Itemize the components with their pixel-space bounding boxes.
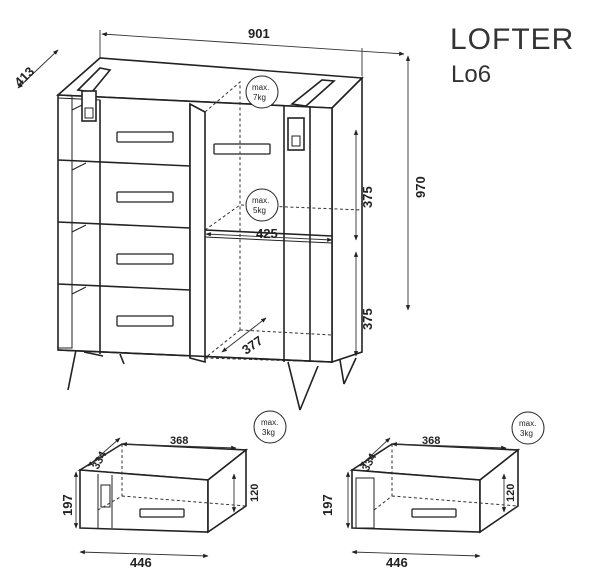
dim-height-label: 970 (413, 176, 428, 198)
top-strap-right (290, 79, 336, 107)
door-handle (213, 143, 271, 155)
badge-drawer-left: max. 3kg (253, 410, 287, 444)
svg-text:368: 368 (422, 435, 440, 447)
drawer-handle-3 (116, 253, 174, 265)
dim-shelf-width-label: 425 (256, 226, 278, 241)
drawer-left-detail: 368 334 446 197 120 max. 3kg (60, 410, 287, 570)
drawer-left-hidden (97, 444, 247, 511)
strap-shades (71, 102, 87, 295)
svg-text:3kg: 3kg (262, 428, 275, 437)
buckle-right-slot (291, 135, 301, 147)
dim-drawer-left-depth (87, 437, 121, 467)
drawer-right-strap (355, 477, 375, 529)
svg-text:max.: max. (252, 83, 269, 92)
interior-back-left (204, 80, 241, 330)
drawer-split-2 (57, 221, 191, 229)
dim-width-label: 901 (248, 26, 270, 41)
dim-depth-line (17, 49, 59, 89)
cabinet (55, 57, 364, 411)
leg-front-right (287, 361, 319, 411)
svg-text:120: 120 (249, 484, 261, 502)
dim-drawer-right-inner-width (391, 442, 507, 450)
dim-lower-label: 375 (360, 308, 375, 330)
svg-text:197: 197 (60, 494, 75, 516)
leg-front-left (67, 349, 104, 391)
product-code: Lo6 (451, 61, 491, 88)
dim-drawer-right-depth (359, 437, 391, 467)
drawer-handle-1 (116, 131, 174, 143)
leg-back-right (339, 357, 357, 385)
svg-text:max.: max. (519, 419, 536, 428)
dim-drawer-right-front-width (351, 549, 481, 559)
svg-text:446: 446 (130, 555, 152, 570)
drawer-right-hidden (373, 444, 519, 511)
drawer-handle-4 (116, 315, 174, 327)
svg-text:120: 120 (505, 484, 517, 502)
buckle-left-slot (84, 107, 94, 119)
dim-drawer-left-front-width (79, 549, 209, 559)
leg-front-left-foot (119, 353, 125, 365)
svg-text:max.: max. (261, 418, 278, 427)
drawer-right-handle (411, 508, 457, 518)
drawer-right-detail: 368 334 446 197 120 max. 3kg (320, 411, 545, 570)
dim-width-line (101, 32, 405, 56)
dim-shelf-width-line (205, 232, 333, 242)
buckle-left (81, 90, 97, 122)
svg-text:5kg: 5kg (253, 206, 266, 215)
interior-floor-back (239, 329, 333, 336)
badge-top: max. 7kg (245, 75, 279, 109)
door-edge (189, 102, 206, 364)
buckle-right (287, 117, 305, 151)
drawer-left-buckle (100, 484, 111, 508)
dim-depth-label: 413 (11, 64, 37, 90)
bottom-rail (57, 349, 333, 363)
badge-shelf: max. 5kg (245, 188, 279, 222)
drawer-split-3 (57, 283, 191, 291)
svg-text:368: 368 (170, 435, 188, 447)
cabinet-side (331, 76, 363, 364)
dim-upper-label: 375 (360, 186, 375, 208)
drawer-right-side (479, 448, 519, 534)
drawer-handle-2 (116, 191, 174, 203)
svg-text:3kg: 3kg (520, 429, 533, 438)
drawer-split-1 (57, 159, 191, 167)
svg-text:7kg: 7kg (253, 93, 266, 102)
drawer-left-handle (139, 508, 185, 518)
left-strap-column (57, 94, 73, 349)
svg-text:max.: max. (252, 196, 269, 205)
product-name: LOFTER (450, 23, 574, 56)
badge-drawer-right: max. 3kg (511, 411, 545, 445)
svg-text:197: 197 (320, 494, 335, 516)
svg-text:446: 446 (386, 555, 408, 570)
drawer-left-side (207, 448, 247, 534)
dim-shelf-depth-line (221, 317, 267, 353)
dim-drawer-left-inner-width (121, 442, 237, 450)
